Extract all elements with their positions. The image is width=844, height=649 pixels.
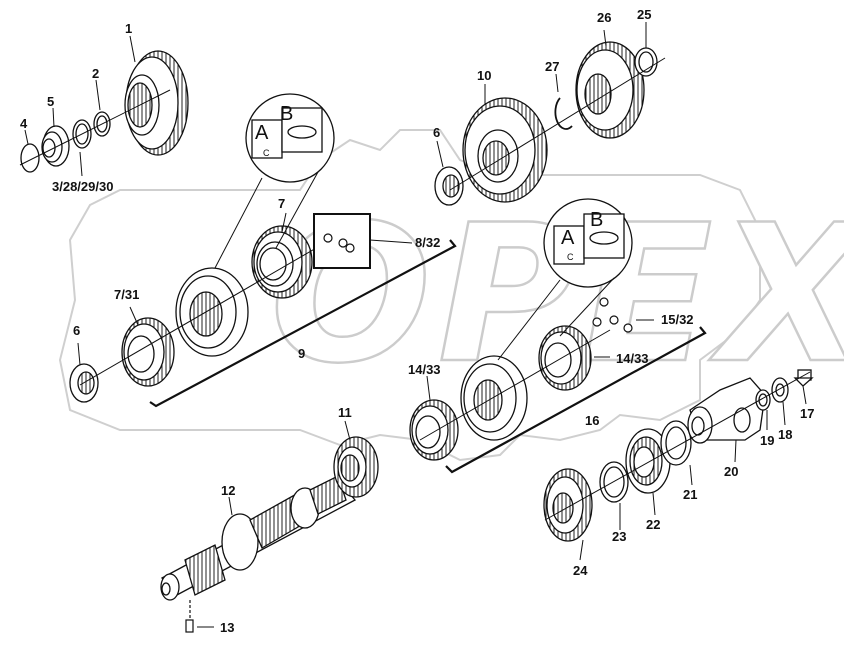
gear-24 bbox=[543, 468, 593, 542]
gear-1 bbox=[124, 50, 189, 156]
callout-1: 1 bbox=[125, 21, 133, 36]
callout-20: 20 bbox=[724, 464, 739, 479]
callout-23: 23 bbox=[612, 529, 627, 544]
snap-ring-4 bbox=[20, 143, 40, 173]
detail-right-label-b: B bbox=[590, 209, 604, 231]
main-shaft-12 bbox=[160, 475, 357, 601]
washer-19 bbox=[755, 389, 771, 411]
detail-view-right bbox=[497, 198, 633, 361]
callout-19: 19 bbox=[760, 433, 775, 448]
snap-ring-27 bbox=[554, 97, 573, 130]
callout-21: 21 bbox=[683, 487, 698, 502]
gear-11 bbox=[333, 436, 379, 498]
axis-line-top-left bbox=[19, 89, 171, 166]
callout-10: 10 bbox=[477, 68, 492, 83]
callout-14-33-left: 14/33 bbox=[408, 362, 441, 377]
callout-7: 7 bbox=[278, 196, 286, 211]
gear-10 bbox=[462, 97, 548, 203]
callout-3-28-29-30: 3/28/29/30 bbox=[52, 179, 114, 194]
bearing-5 bbox=[41, 125, 70, 167]
pin-13 bbox=[185, 600, 194, 633]
callout-15-32: 15/32 bbox=[661, 312, 694, 327]
leader-lines bbox=[24, 22, 807, 628]
sync-hub-16 bbox=[460, 355, 528, 441]
callout-9: 9 bbox=[298, 346, 306, 361]
callout-24: 24 bbox=[573, 563, 588, 578]
bracket-group-16 bbox=[445, 326, 707, 474]
callout-16: 16 bbox=[585, 413, 600, 428]
callout-27: 27 bbox=[545, 59, 560, 74]
callout-6-top: 6 bbox=[433, 125, 441, 140]
synchronizer-14-33-right bbox=[538, 325, 592, 391]
ring-25 bbox=[634, 47, 658, 77]
axis-line-bottom-right bbox=[544, 371, 811, 521]
detail-right-label-a: A bbox=[561, 227, 575, 249]
synchronizer-14-33-left bbox=[409, 399, 459, 461]
detail-box-8-32 bbox=[313, 213, 413, 269]
bearing-22 bbox=[625, 428, 671, 494]
callout-25: 25 bbox=[637, 7, 652, 22]
washer-2 bbox=[93, 111, 111, 137]
callout-2: 2 bbox=[92, 66, 100, 81]
axis-line-mid-left bbox=[79, 239, 331, 386]
flange-yoke-20 bbox=[687, 377, 766, 444]
detent-parts-15-32 bbox=[592, 297, 633, 333]
callout-18: 18 bbox=[778, 427, 793, 442]
axis-line-mid-right bbox=[419, 329, 611, 441]
callout-26: 26 bbox=[597, 10, 612, 25]
detail-right-label-c: C bbox=[567, 252, 574, 262]
callout-12: 12 bbox=[221, 483, 236, 498]
detail-left-label-a: A bbox=[255, 122, 269, 144]
callout-22: 22 bbox=[646, 517, 661, 532]
callout-13: 13 bbox=[220, 620, 235, 635]
callout-14-33-right: 14/33 bbox=[616, 351, 649, 366]
washer-18 bbox=[771, 377, 789, 403]
callout-11: 11 bbox=[338, 405, 352, 420]
synchronizer-7-31 bbox=[121, 317, 175, 387]
callout-17: 17 bbox=[800, 406, 815, 421]
callout-8-32: 8/32 bbox=[415, 235, 441, 250]
callout-4: 4 bbox=[20, 116, 28, 131]
gear-26 bbox=[575, 41, 645, 139]
callout-6-bottom: 6 bbox=[73, 323, 81, 338]
splined-washer-6-top bbox=[434, 166, 464, 206]
callout-5: 5 bbox=[47, 94, 55, 109]
synchronizer-7 bbox=[251, 225, 313, 299]
bracket-group-9 bbox=[149, 239, 457, 408]
detail-left-label-b: B bbox=[280, 103, 294, 125]
watermark-gear-outline bbox=[58, 129, 761, 462]
callout-7-31: 7/31 bbox=[114, 287, 140, 302]
detail-left-label-c: C bbox=[263, 148, 270, 158]
detail-view-left bbox=[214, 93, 335, 269]
axis-line-top-right bbox=[449, 57, 666, 191]
seal-21 bbox=[660, 420, 692, 466]
sync-hub-9 bbox=[175, 267, 249, 357]
